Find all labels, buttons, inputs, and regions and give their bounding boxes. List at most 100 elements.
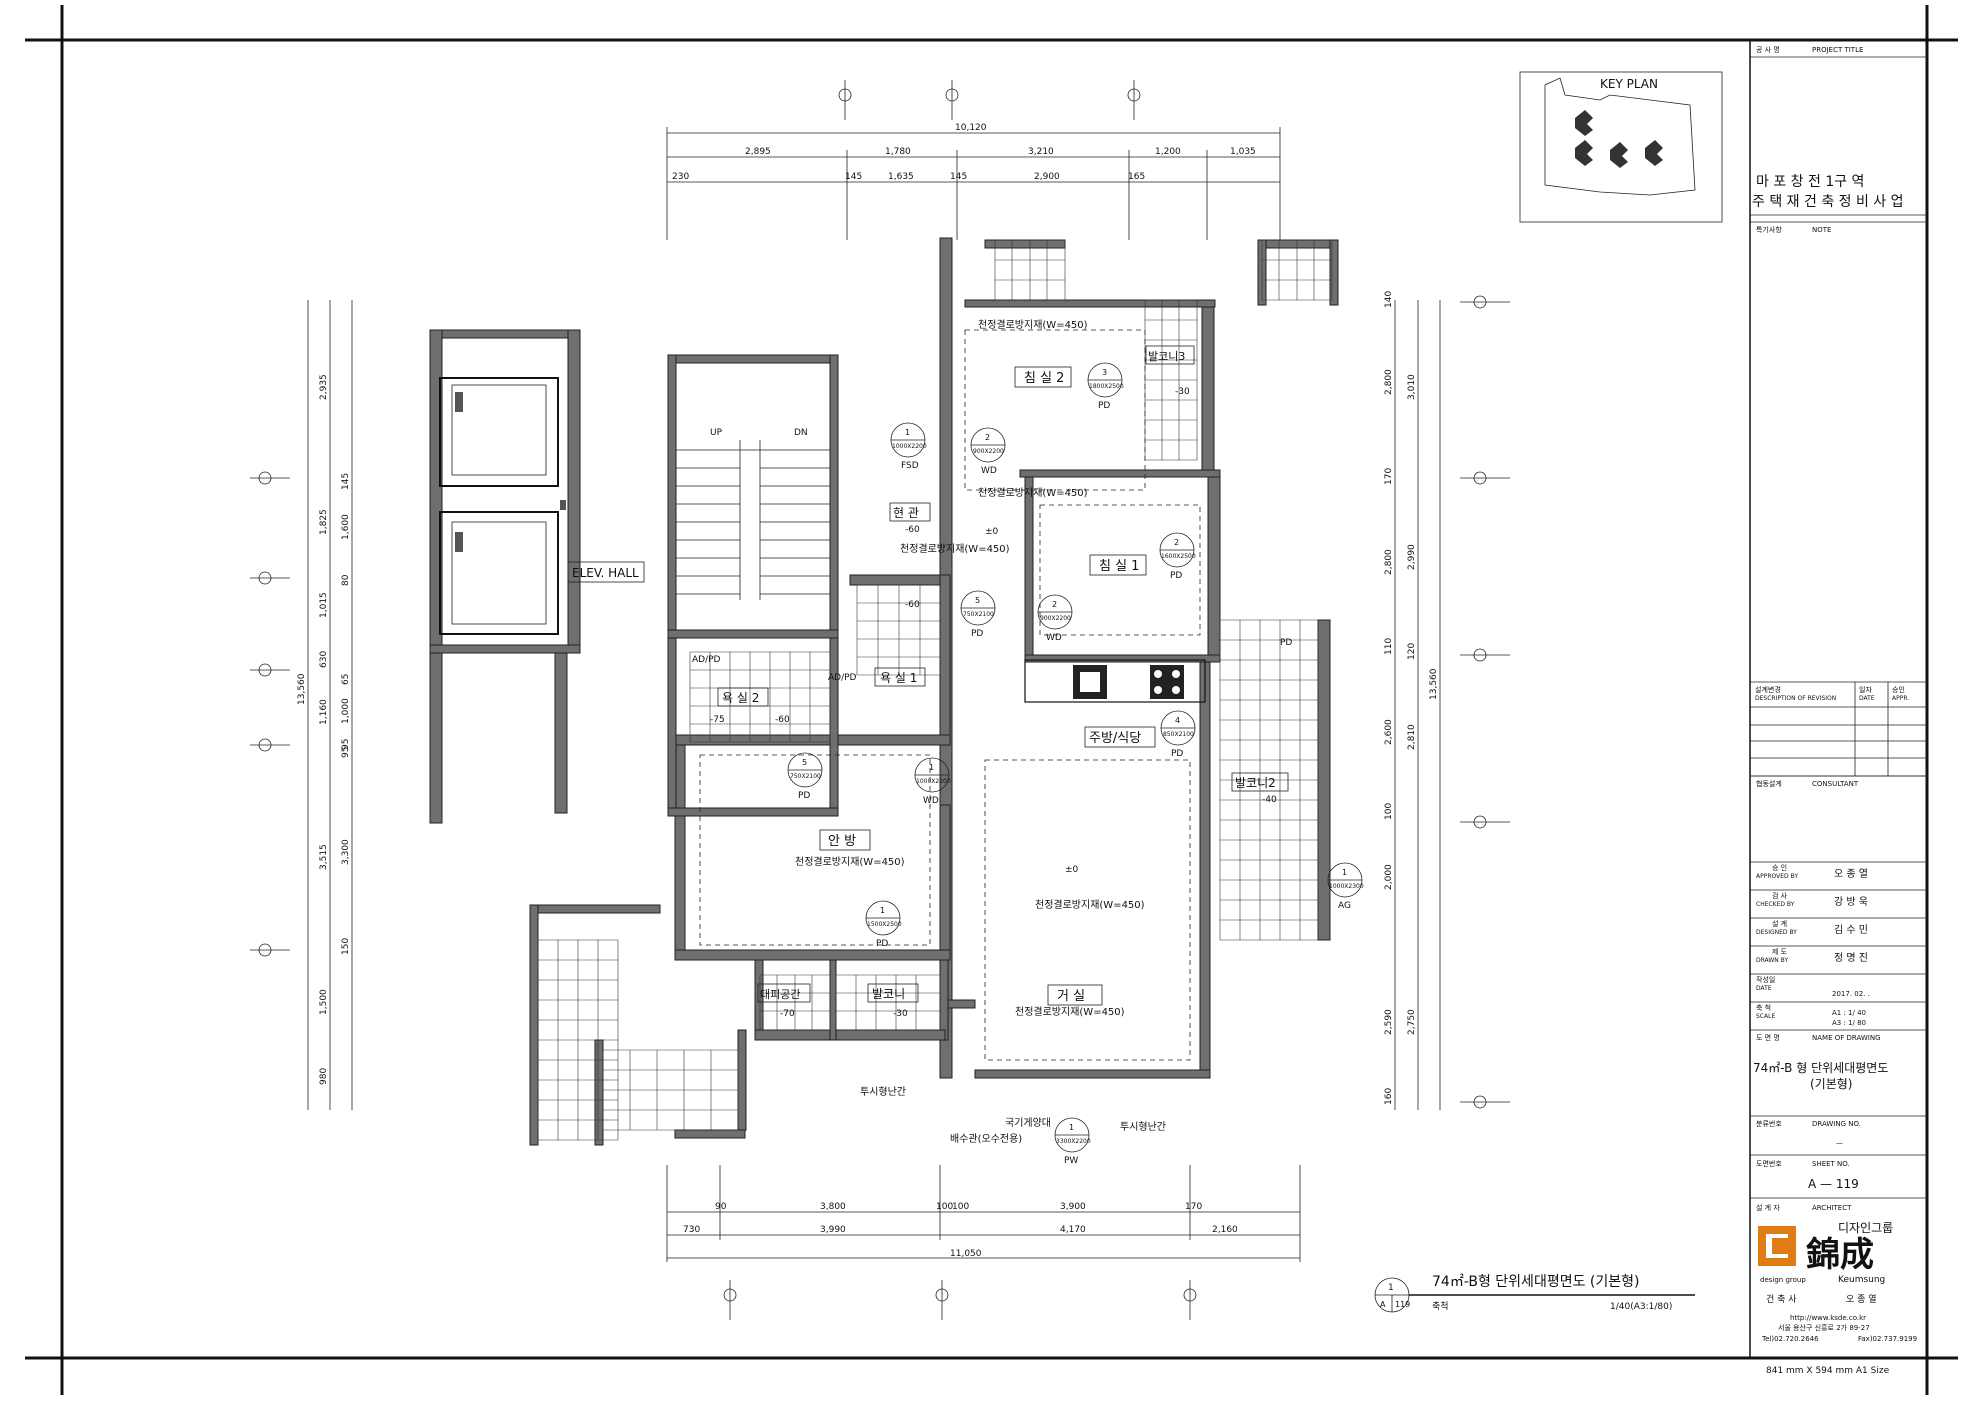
dim-bot-6: 170 (1185, 1202, 1202, 1212)
project-title-label-en: PROJECT TITLE (1812, 46, 1863, 54)
scale-label-en: SCALE (1756, 1013, 1775, 1020)
signoff-designed-name: 김 수 민 (1834, 924, 1868, 936)
room-kitchen: 주방/식당 (1089, 731, 1141, 746)
dim-bot-4: 100 (952, 1202, 969, 1212)
door-tag-6-num: 2 (1052, 600, 1057, 609)
paper-size: 841 mm X 594 mm A1 Size (1766, 1366, 1890, 1376)
note-condense-4: 천정결로방지재(W=450) (795, 856, 905, 868)
dim-top-r3-6: 165 (1128, 172, 1145, 182)
room-bedroom1: 침 실 1 (1099, 559, 1139, 574)
scale-a3: A3 : 1/ 80 (1832, 1019, 1866, 1027)
dim-right-1: 140 (1384, 291, 1394, 308)
dim-left-c2-8: 3,300 (341, 839, 351, 865)
note-condense-1: 천정결로방지재(W=450) (978, 319, 1088, 331)
dim-left-7: 1,500 (319, 989, 329, 1015)
room-elev-hall: ELEV. HALL (572, 566, 639, 580)
room-bath2: 욕 실 2 (722, 691, 759, 705)
note-label: 특기사항 (1756, 225, 1782, 234)
signoff-checked-label-en: CHECKED BY (1756, 901, 1795, 908)
dim-right-4: 2,800 (1384, 549, 1394, 575)
dim-top-r3-2: 145 (845, 172, 862, 182)
sheet-no-value: A — 119 (1808, 1177, 1859, 1191)
signoff-drawn-name: 정 명 진 (1834, 952, 1868, 964)
revision-date-label: 일자 (1859, 685, 1872, 694)
date-label-en: DATE (1756, 985, 1772, 992)
signoff-checked-name: 강 방 욱 (1834, 896, 1868, 908)
door-tag-1-type: FSD (901, 461, 919, 471)
level-60-a: -60 (905, 525, 920, 535)
dim-left-c2-1: 145 (341, 473, 351, 490)
drawing-name-label-en: NAME OF DRAWING (1812, 1034, 1881, 1042)
dim-bot-r2-4: 2,160 (1212, 1225, 1238, 1235)
door-tag-11-num: 1 (1342, 868, 1347, 877)
dimensions-bottom: 90 3,800 100 100 3,900 170 730 3,990 4,1… (666, 1165, 1301, 1320)
dim-left-2: 1,825 (319, 509, 329, 535)
revision-date-label-en: DATE (1859, 695, 1875, 702)
door-tag-9-type: WD (923, 796, 939, 806)
signoff-drawn-label: 제 도 (1772, 948, 1788, 956)
door-tag-8-num: 5 (802, 758, 807, 767)
dim-bot-r2-3: 4,170 (1060, 1225, 1086, 1235)
revision-label-en: DESCRIPTION OF REVISION (1755, 695, 1836, 702)
note-rail-1: 투시형난간 (860, 1086, 906, 1098)
dim-top-1: 2,895 (745, 147, 771, 157)
consultant-label: 협동설계 (1756, 779, 1782, 788)
dimensions-right: 140 2,800 170 2,800 110 2,600 100 2,000 … (1384, 291, 1510, 1110)
sheet-no-label: 도면번호 (1756, 1159, 1782, 1168)
dim-right-10: 160 (1384, 1088, 1394, 1105)
dim-right-total: 13,560 (1429, 668, 1439, 700)
label-adpd-1: AD/PD (692, 655, 721, 665)
plan-title-number: 1 (1388, 1283, 1394, 1293)
signoff-checked-label: 검 사 (1772, 891, 1788, 900)
architect-name: 오 종 열 (1846, 1294, 1877, 1305)
door-tag-7-type: PD (1171, 749, 1183, 759)
note-label-en: NOTE (1812, 226, 1831, 234)
level-30: -30 (1175, 387, 1190, 397)
plan-title-text: 74㎡-B형 단위세대평면도 (기본형) (1432, 1274, 1639, 1290)
project-title-line2: 주 택 재 건 축 정 비 사 업 (1752, 194, 1904, 210)
dim-top-4: 1,200 (1155, 147, 1181, 157)
revision-label: 설계변경 (1755, 685, 1781, 694)
door-tag-11-type: AG (1338, 901, 1351, 911)
door-tag-4-size: 1600X2500 (1161, 553, 1196, 560)
architect-tel: Tel)02.720.2646 (1761, 1335, 1819, 1343)
dim-top-2: 1,780 (885, 147, 911, 157)
dim-left-total: 13,560 (297, 673, 307, 705)
dim-top-r3-5: 2,900 (1034, 172, 1060, 182)
dim-left-c2-2: 1,600 (341, 514, 351, 540)
dim-left-c2-9: 150 (341, 938, 351, 955)
signoff-designed-label: 설 계 (1772, 919, 1787, 928)
level-0-a: ±0 (985, 527, 999, 537)
door-tag-11-size: 1000X2300 (1329, 883, 1364, 890)
dim-right-9: 2,590 (1384, 1009, 1394, 1035)
dim-left-4: 630 (319, 651, 329, 668)
note-flag: 국기게양대 (1005, 1117, 1051, 1129)
date-value: 2017. 02. . (1832, 990, 1870, 998)
door-tag-7-num: 4 (1175, 716, 1180, 725)
room-entrance: 현 관 (893, 506, 919, 520)
dim-left-1: 2,935 (319, 374, 329, 400)
dim-bot-total: 11,050 (950, 1249, 982, 1259)
plan-title-scale-label: 축척 (1432, 1301, 1449, 1312)
dim-right-2: 2,800 (1384, 369, 1394, 395)
door-tag-10-size: 1500X2500 (867, 921, 902, 928)
room-living: 거 실 (1057, 989, 1085, 1004)
architect-logo: 디자인그룹 錦成 design group Keumsung (1758, 1221, 1893, 1285)
note-condense-2: 천정결로방지재(W=450) (978, 487, 1088, 499)
door-tag-2-type: WD (981, 466, 997, 476)
drawing-no-label-en: DRAWING NO. (1812, 1120, 1861, 1128)
dim-right-c2-3: 120 (1407, 643, 1417, 660)
sheet-no-label-en: SHEET NO. (1812, 1160, 1850, 1168)
scale-label: 축 척 (1756, 1003, 1771, 1012)
dim-bot-3: 100 (936, 1202, 953, 1212)
note-drain: 배수관(오수전용) (950, 1133, 1022, 1145)
dim-left-5: 1,160 (319, 699, 329, 725)
dim-left-c2-5: 1,000 (341, 698, 351, 724)
door-tag-10-num: 1 (880, 906, 885, 915)
drawing-no-label: 분류번호 (1756, 1119, 1782, 1128)
room-labels: 침 실 2 침 실 1 현 관 욕 실 1 욕 실 2 안 방 주방/식당 거 … (567, 345, 1292, 1006)
elevators (439, 377, 566, 635)
level-40: -40 (1262, 795, 1277, 805)
room-balcony: 발코니 (872, 987, 905, 1001)
